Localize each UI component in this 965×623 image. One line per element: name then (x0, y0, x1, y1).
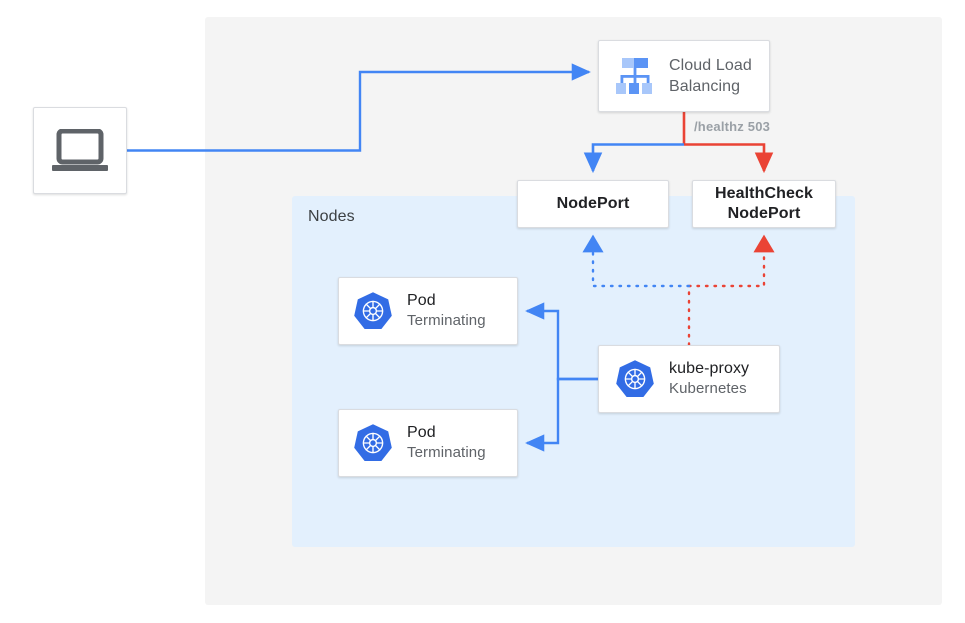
healthcheck-nodeport-label-line2: NodePort (727, 205, 801, 222)
kubernetes-icon (354, 424, 392, 461)
nodes-panel-label: Nodes (308, 208, 355, 225)
pod-1-title: Pod (407, 292, 436, 309)
healthcheck-nodeport-label: HealthCheck NodePort (715, 184, 813, 224)
cloud-load-balancing-node[interactable]: Cloud Load Balancing (598, 40, 770, 112)
cloud-load-balancing-label: Cloud Load Balancing (669, 55, 752, 97)
client-node[interactable] (33, 107, 127, 194)
cloud-load-balancing-title-line1: Cloud Load (669, 57, 752, 74)
nodeport-node[interactable]: NodePort (517, 180, 669, 228)
kube-proxy-title: kube-proxy (669, 360, 750, 377)
pod-1-status: Terminating (407, 312, 486, 329)
kube-proxy-subtitle: Kubernetes (669, 380, 747, 397)
pod-2-title: Pod (407, 424, 436, 441)
nodeport-label: NodePort (556, 195, 630, 212)
pod-2-status: Terminating (407, 444, 486, 461)
healthcheck-nodeport-label-line1: HealthCheck (714, 185, 814, 202)
healthz-edge-label: /healthz 503 (694, 119, 771, 134)
cloud-load-balancing-icon (616, 58, 652, 94)
cloud-load-balancing-title-line2: Balancing (669, 78, 741, 95)
pod-node-1[interactable]: Pod Terminating (338, 277, 518, 345)
kubernetes-icon (354, 292, 392, 329)
laptop-icon (52, 128, 108, 171)
kubernetes-icon (616, 360, 654, 397)
pod-node-2[interactable]: Pod Terminating (338, 409, 518, 477)
kube-proxy-node[interactable]: kube-proxy Kubernetes (598, 345, 780, 413)
pod-1-text: Pod Terminating (407, 291, 486, 331)
kube-proxy-text: kube-proxy Kubernetes (669, 359, 749, 399)
healthcheck-nodeport-node[interactable]: HealthCheck NodePort (692, 180, 836, 228)
pod-2-text: Pod Terminating (407, 423, 486, 463)
